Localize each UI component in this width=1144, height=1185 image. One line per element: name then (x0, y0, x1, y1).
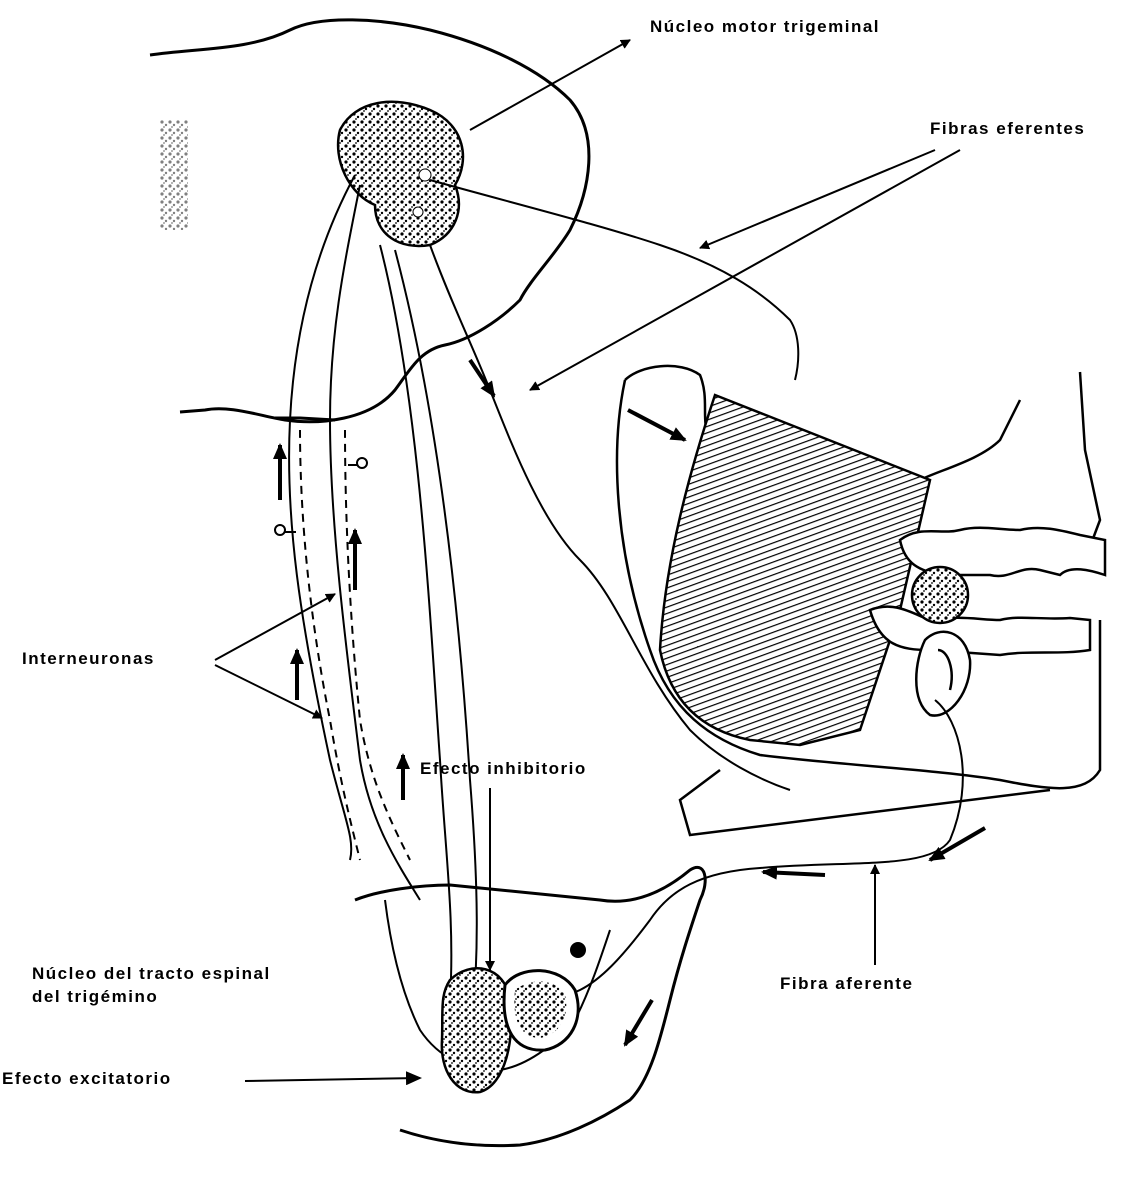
motor-nucleus (338, 102, 463, 246)
label-interneurons: Interneuronas (22, 650, 155, 669)
label-excitatory-effect: Efecto excitatorio (2, 1070, 172, 1089)
label-efferent-fibers: Fibras eferentes (930, 120, 1085, 139)
label-inhibitory-effect: Efecto inhibitorio (420, 760, 587, 779)
label-spinal-nucleus-line2: del trigémino (32, 988, 158, 1007)
spinal-tract-nucleus (442, 942, 586, 1092)
label-afferent-fiber: Fibra aferente (780, 975, 913, 994)
teeth (870, 528, 1105, 716)
masseter-muscle (660, 395, 930, 745)
label-spinal-nucleus-line1: Núcleo del tracto espinal (32, 965, 271, 984)
pons-section (150, 20, 589, 422)
label-motor-nucleus: Núcleo motor trigeminal (650, 18, 880, 37)
descending-tracts (289, 175, 477, 1040)
